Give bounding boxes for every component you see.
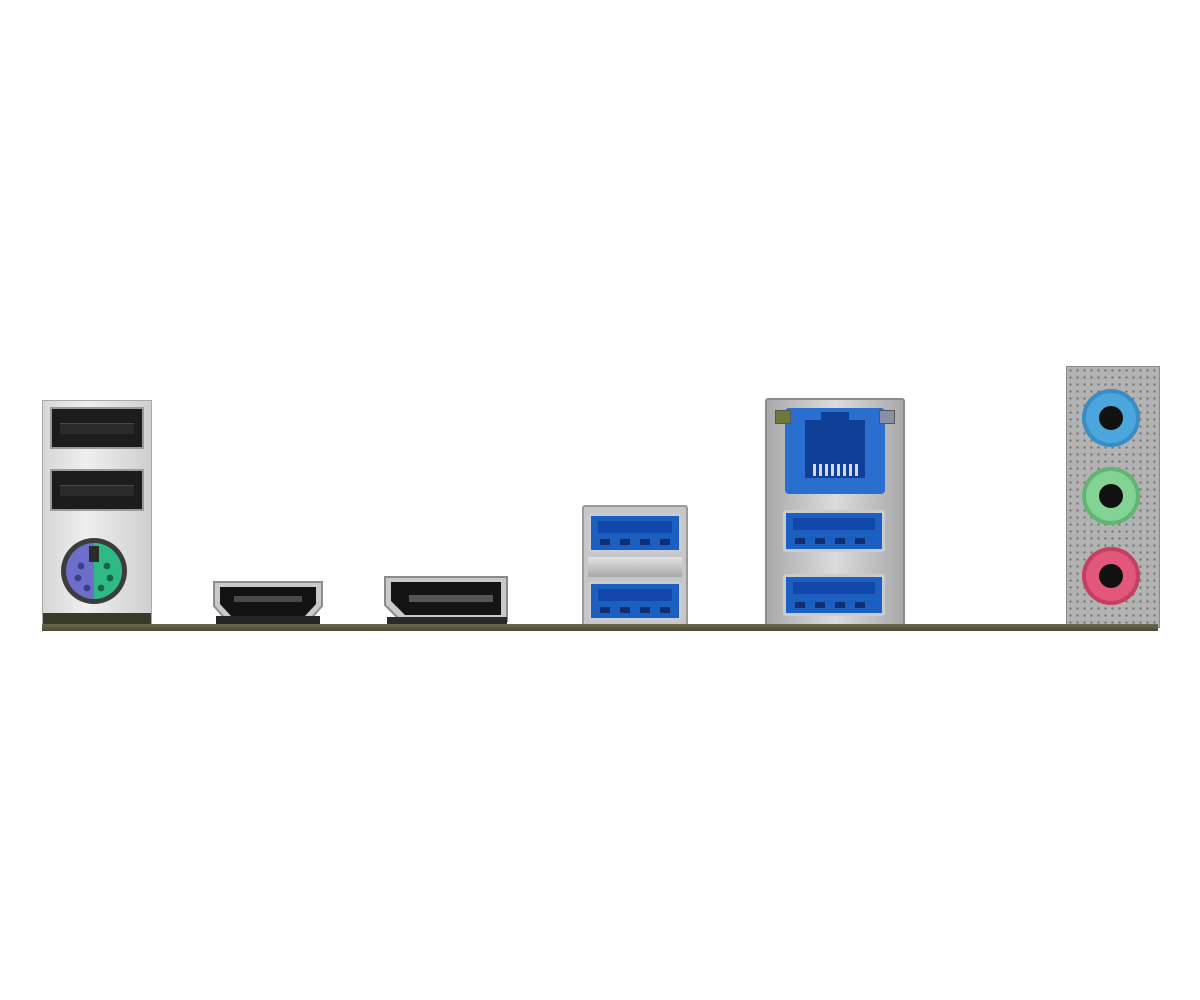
usb-tongue-icon xyxy=(793,518,875,530)
usb-3-port-upper[interactable] xyxy=(588,513,682,553)
ethernet-port[interactable] xyxy=(785,408,885,494)
usb-tongue-icon xyxy=(60,423,134,434)
usb3-pair-left xyxy=(582,505,688,629)
usb-pins-icon xyxy=(600,539,670,545)
usb2-ps2-block xyxy=(42,400,152,626)
usb-pins-icon xyxy=(795,602,873,608)
usb-2-0-port-lower[interactable] xyxy=(50,469,144,511)
usb-tongue-icon xyxy=(793,582,875,594)
usb-shell-icon xyxy=(783,510,885,552)
led-right-icon xyxy=(879,410,895,424)
usb-shell-icon xyxy=(588,513,682,553)
ps2-port-icon xyxy=(66,543,122,599)
usb-3-port-rj45-lower[interactable] xyxy=(783,574,885,616)
pcb-edge xyxy=(42,624,1158,631)
displayport-port[interactable] xyxy=(383,573,509,627)
usb-shell-icon xyxy=(588,581,682,621)
usb-pins-icon xyxy=(795,538,873,544)
jack-hole-icon xyxy=(1099,564,1123,588)
jack-hole-icon xyxy=(1099,406,1123,430)
lan-usb3-block xyxy=(765,398,905,630)
usb-2-0-port-upper[interactable] xyxy=(50,407,144,449)
usb-tongue-icon xyxy=(598,589,672,601)
usb-tongue-icon xyxy=(598,521,672,533)
audio-jack-green[interactable] xyxy=(1082,467,1140,525)
hdmi-port[interactable] xyxy=(212,578,324,626)
audio-jack-pink[interactable] xyxy=(1082,547,1140,605)
usb-tongue-icon xyxy=(60,485,134,496)
usb-pins-icon xyxy=(600,607,670,613)
jack-hole-icon xyxy=(1099,484,1123,508)
hdmi-port-icon xyxy=(213,581,323,624)
usb-3-port-lower[interactable] xyxy=(588,581,682,621)
usb-3-port-rj45-upper[interactable] xyxy=(783,510,885,552)
audio-block xyxy=(1066,366,1160,628)
ethernet-port-icon xyxy=(785,408,885,494)
displayport-icon xyxy=(384,576,508,625)
audio-jack-blue[interactable] xyxy=(1082,389,1140,447)
ps2-combo-port[interactable] xyxy=(61,538,127,604)
led-left-icon xyxy=(775,410,791,424)
usb-divider xyxy=(588,557,682,577)
usb-shell-icon xyxy=(783,574,885,616)
block-foot xyxy=(43,613,151,625)
